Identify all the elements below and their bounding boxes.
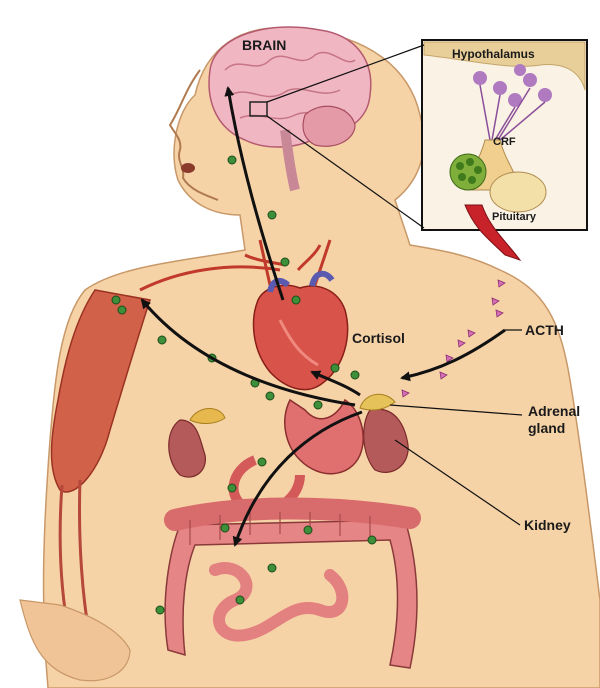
label-acth: ACTH — [525, 322, 564, 338]
colon-top — [175, 508, 410, 520]
cerebellum — [303, 106, 355, 146]
label-cortisol: Cortisol — [352, 330, 405, 346]
inset-panel — [422, 40, 587, 260]
label-adrenal-line1: Adrenal — [528, 403, 580, 419]
label-adrenal-line2: gland — [528, 420, 565, 436]
label-pituitary: Pituitary — [492, 211, 537, 223]
label-hypothalamus: Hypothalamus — [452, 47, 535, 61]
pituitary-gland — [490, 172, 546, 212]
label-brain: BRAIN — [242, 37, 286, 53]
label-kidney: Kidney — [524, 517, 571, 533]
crf-cluster — [450, 154, 486, 190]
label-crf: CRF — [493, 136, 516, 148]
mouth-shape — [181, 163, 195, 173]
